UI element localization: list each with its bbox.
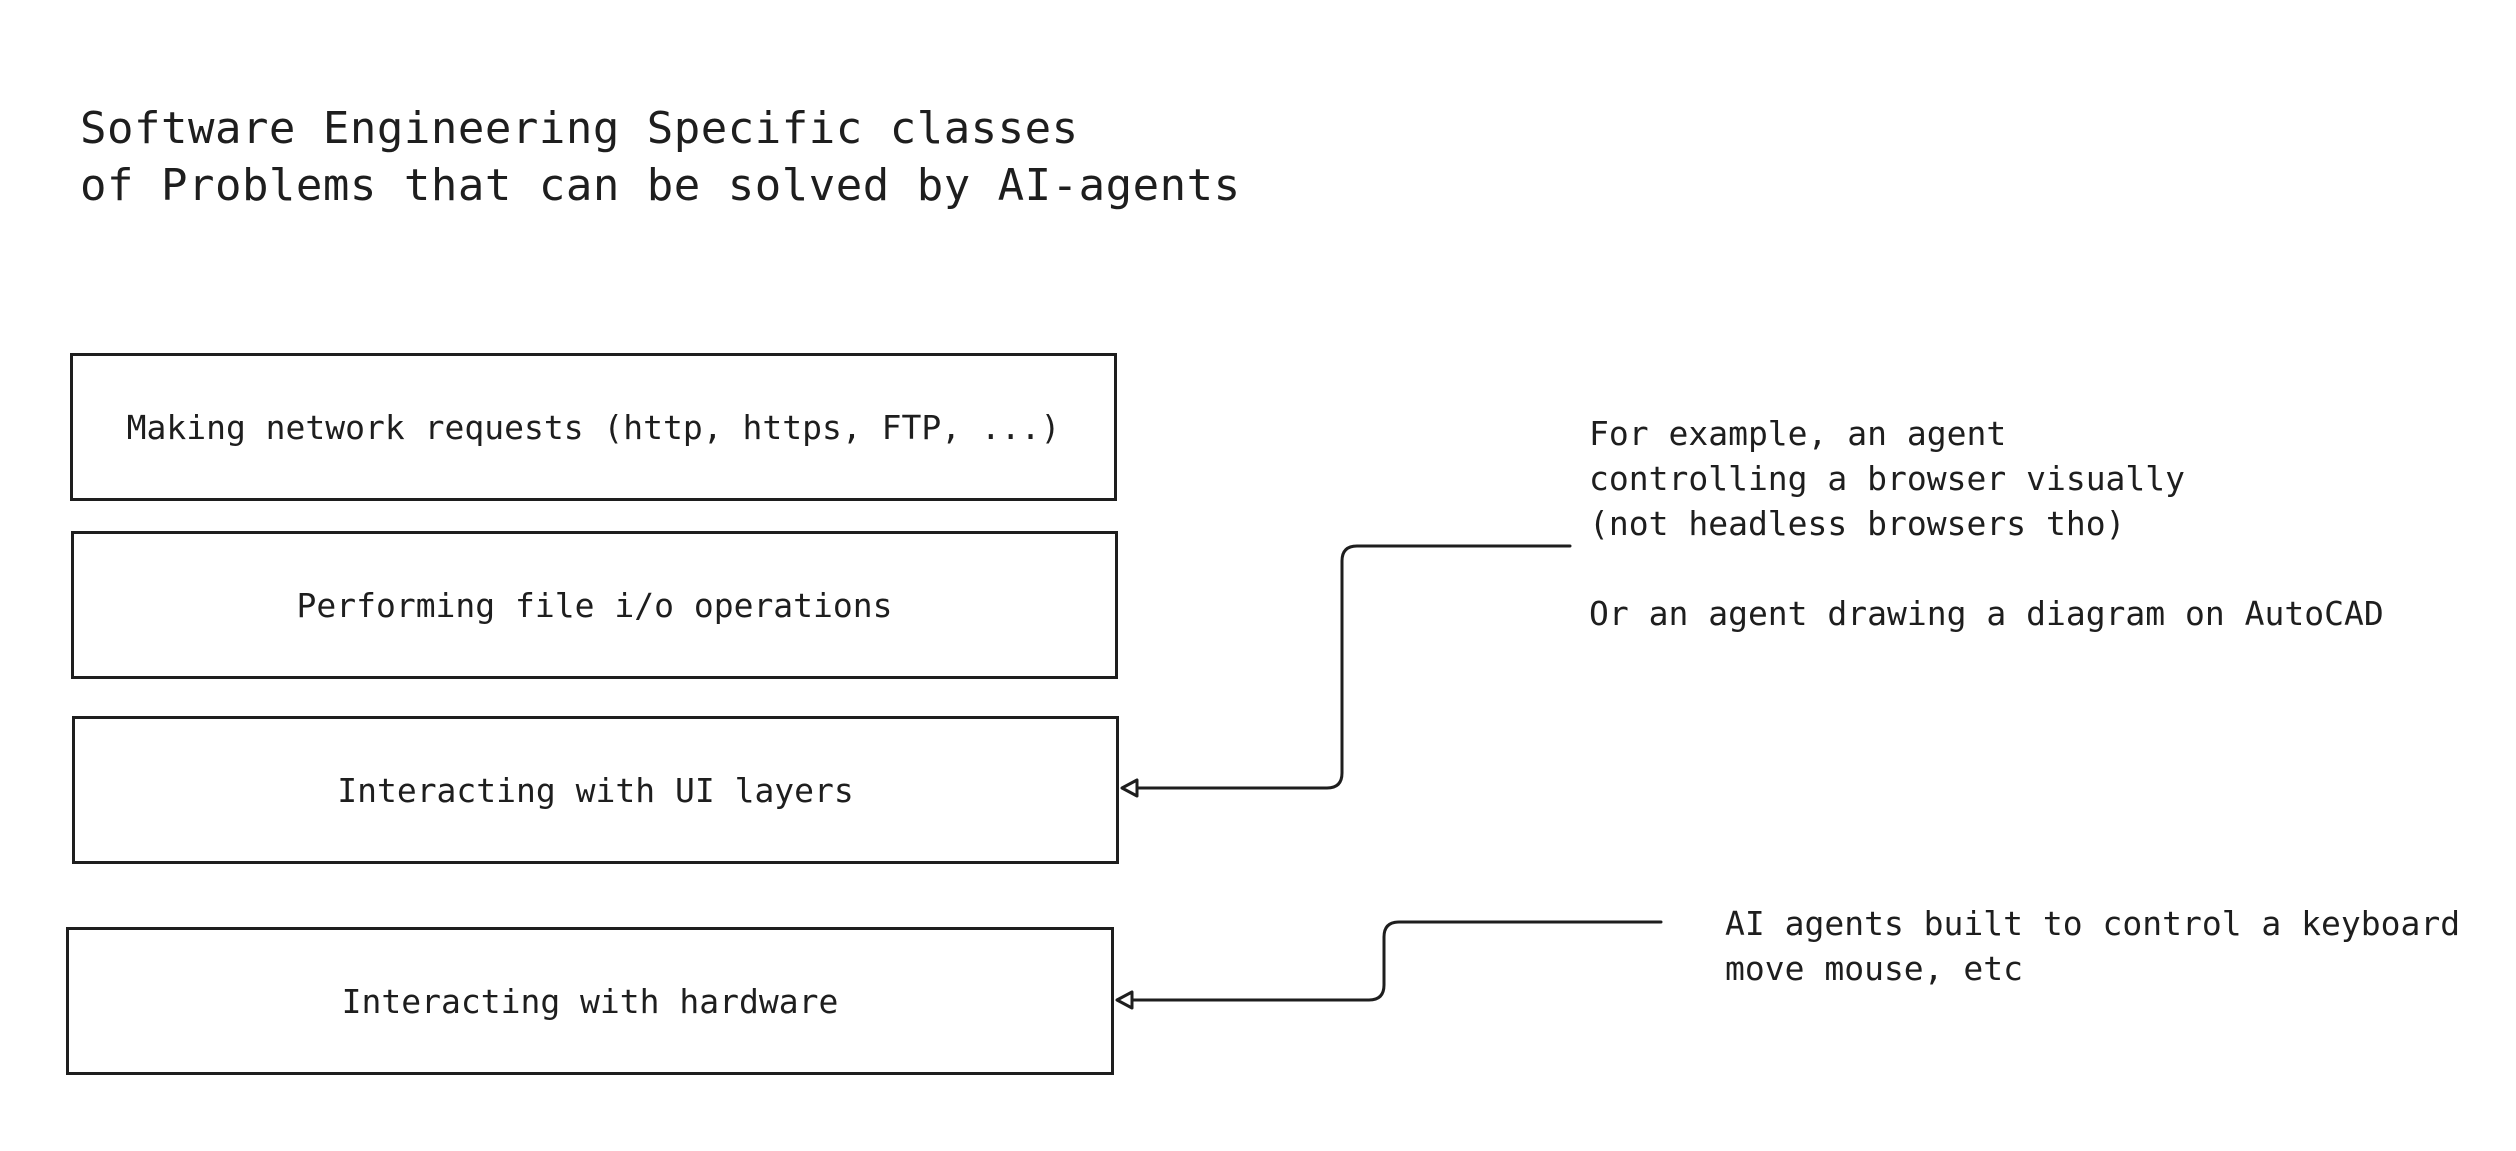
note-line: Or an agent drawing a diagram on AutoCAD: [1589, 594, 2384, 633]
connector-hardware: [1129, 920, 1663, 1002]
note-line: AI agents built to control a keyboard: [1725, 904, 2461, 943]
note-hardware-example: AI agents built to control a keyboard mo…: [1725, 901, 2460, 991]
note-line: move mouse, etc: [1725, 949, 2024, 988]
title-line-1: Software Engineering Specific classes: [80, 103, 1079, 154]
diagram-title: Software Engineering Specific classes of…: [80, 100, 1241, 214]
box-label: Interacting with UI layers: [337, 770, 854, 810]
arrowhead-ui-layers: [1120, 778, 1139, 798]
note-line: controlling a browser visually: [1589, 459, 2186, 498]
arrowhead-hardware: [1115, 990, 1134, 1010]
box-file-io: Performing file i/o operations: [71, 531, 1118, 679]
box-ui-layers: Interacting with UI layers: [72, 716, 1119, 864]
box-label: Making network requests (http, https, FT…: [126, 407, 1061, 447]
box-label: Interacting with hardware: [341, 981, 839, 1021]
box-label: Performing file i/o operations: [296, 585, 893, 625]
note-line: For example, an agent: [1589, 414, 2007, 453]
note-ui-example: For example, an agent controlling a brow…: [1589, 411, 2384, 636]
box-hardware: Interacting with hardware: [66, 927, 1114, 1075]
title-line-2: of Problems that can be solved by AI-age…: [80, 160, 1241, 211]
box-network-requests: Making network requests (http, https, FT…: [70, 353, 1117, 501]
note-line: (not headless browsers tho): [1589, 504, 2126, 543]
connector-ui-layers: [1134, 544, 1572, 790]
